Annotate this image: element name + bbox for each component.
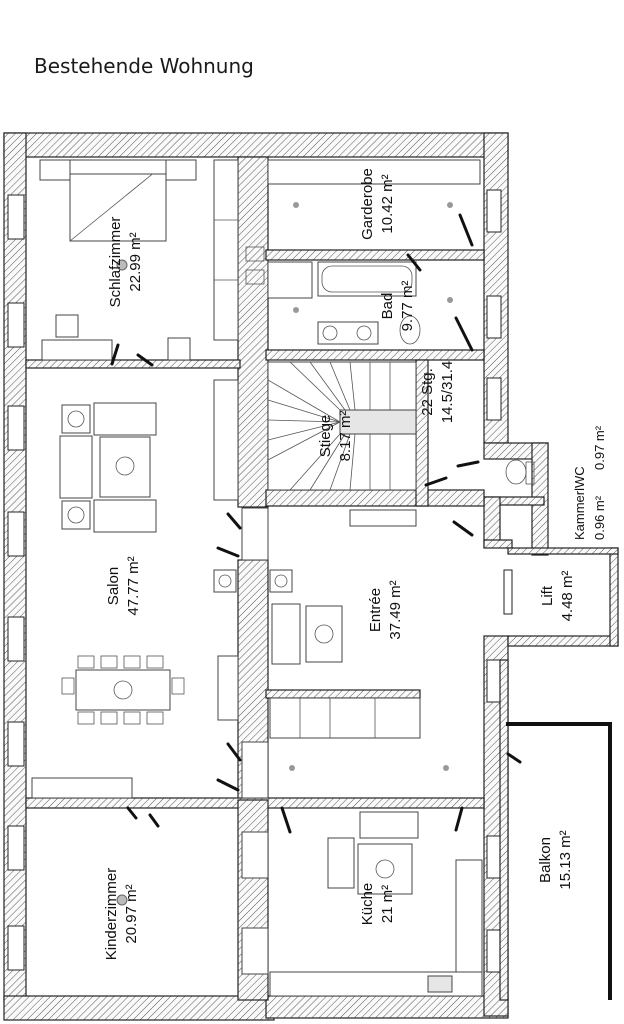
stairs-ratio: 14.5/31.4	[439, 361, 456, 424]
label-lift: Lift 4.48 m²	[539, 571, 576, 622]
windows-left	[7, 194, 25, 971]
room-name-schlafzimmer: Schlafzimmer	[107, 217, 124, 308]
label-balkon: Balkon 15.13 m²	[537, 830, 574, 889]
label-stiege: Stiege 8.17 m²	[317, 411, 354, 462]
stairs-count: 22 Stg.	[419, 368, 436, 416]
room-area-lift: 4.48 m²	[559, 571, 576, 622]
room-name-salon: Salon	[105, 567, 122, 605]
room-area-balkon: 15.13 m²	[557, 830, 574, 889]
staircase	[267, 361, 417, 491]
room-name-entree: Entrée	[367, 588, 384, 632]
bed	[69, 159, 167, 242]
label-schlafzimmer: Schlafzimmer 22.99 m²	[107, 217, 144, 308]
room-area-wc: 0.97 m²	[592, 425, 607, 470]
label-stairs-note: 22 Stg. 14.5/31.4	[419, 361, 456, 424]
room-name-kinderzimmer: Kinderzimmer	[103, 868, 120, 961]
room-name-bad: Bad	[379, 293, 396, 320]
room-area-stiege: 8.17 m²	[337, 411, 354, 462]
label-kinderzimmer: Kinderzimmer 20.97 m²	[103, 868, 140, 961]
windows-right	[486, 189, 513, 973]
room-name-garderobe: Garderobe	[359, 168, 376, 240]
dining-table	[61, 655, 185, 725]
room-area-kinderzimmer: 20.97 m²	[123, 884, 140, 943]
room-area-bad: 9.77 m²	[399, 281, 416, 332]
label-bad: Bad 9.77 m²	[379, 281, 416, 332]
doors	[110, 213, 522, 834]
room-name-lift: Lift	[539, 585, 556, 606]
label-entree: Entrée 37.49 m²	[367, 580, 404, 639]
room-area-entree: 37.49 m²	[387, 580, 404, 639]
room-area-kammer: 0.96 m²	[592, 495, 607, 540]
label-garderobe: Garderobe 10.42 m²	[359, 168, 396, 240]
room-name-balkon: Balkon	[537, 837, 554, 883]
sofa-set	[59, 402, 157, 533]
room-area-garderobe: 10.42 m²	[379, 174, 396, 233]
kitchen	[241, 811, 483, 997]
room-area-kueche: 21 m²	[379, 885, 396, 923]
room-name-kammer-wc: KammerlWC	[572, 466, 587, 540]
room-area-salon: 47.77 m²	[125, 556, 142, 615]
plan-title: Bestehende Wohnung	[34, 54, 254, 78]
room-area-schlafzimmer: 22.99 m²	[127, 232, 144, 291]
room-name-kueche: Küche	[359, 883, 376, 926]
label-kammer-wc: KammerlWC 0.96 m² 0.97 m²	[572, 425, 607, 540]
label-kueche: Küche 21 m²	[359, 883, 396, 926]
room-name-stiege: Stiege	[317, 415, 334, 458]
label-salon: Salon 47.77 m²	[105, 556, 142, 615]
